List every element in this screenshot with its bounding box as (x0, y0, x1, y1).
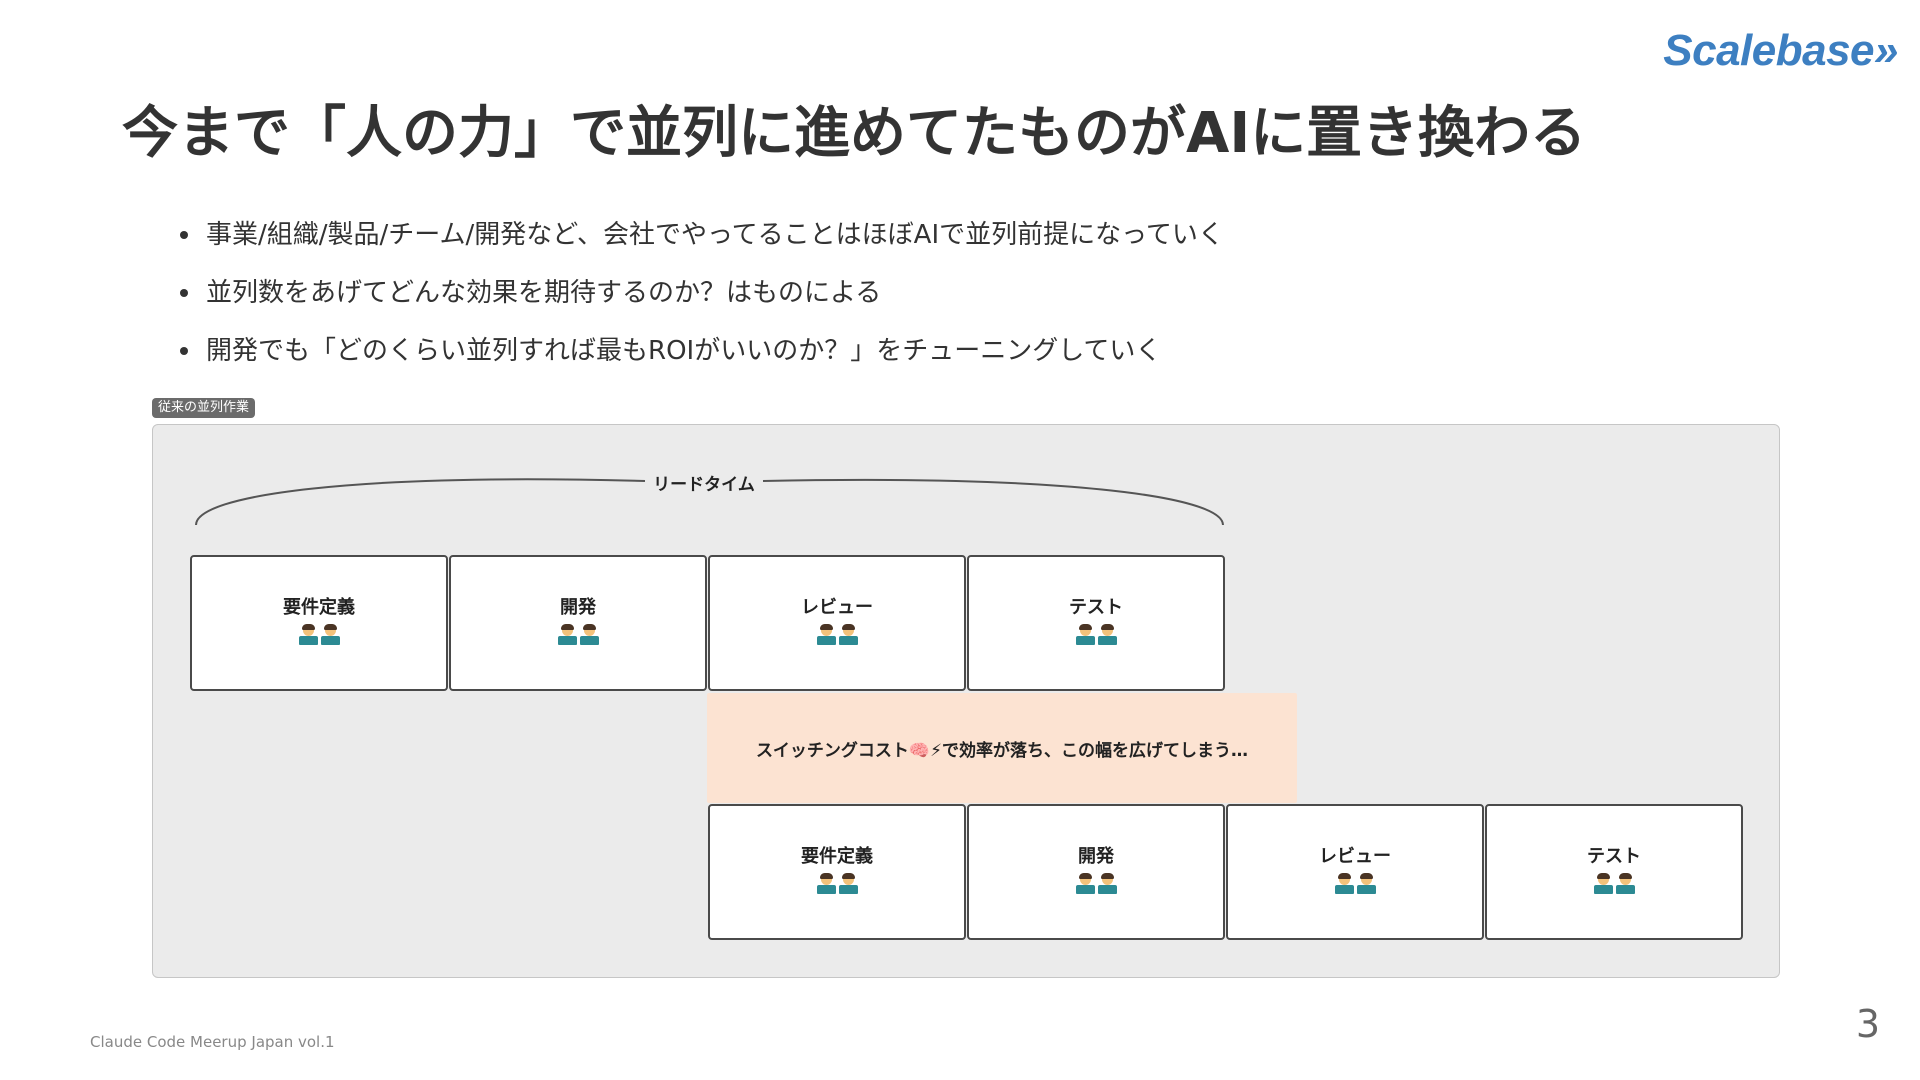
task-label: 開発 (560, 597, 596, 618)
task-box-development: 開発 (449, 555, 707, 691)
frame-label: 従来の並列作業 (152, 398, 256, 418)
parallel-work-diagram: リードタイム 要件定義 開発 レビュー テスト スイッチングコスト🧠⚡で効率が落… (152, 424, 1780, 978)
task-box-review: レビュー (1226, 804, 1484, 940)
task-box-development: 開発 (967, 804, 1225, 940)
bullet-item: 並列数をあげてどんな効果を期待するのか？はものによる (180, 264, 1224, 322)
task-box-requirements: 要件定義 (190, 555, 448, 691)
bullet-list: 事業/組織/製品/チーム/開発など、会社でやってることはほぼAIで並列前提になっ… (180, 206, 1224, 380)
two-people-with-laptops-icon (1487, 873, 1741, 894)
bullet-dot-icon (180, 289, 188, 297)
bullet-item: 開発でも「どのくらい並列すれば最もROIがいいのか？」をチューニングしていく (180, 322, 1224, 380)
two-people-with-laptops-icon (192, 624, 446, 645)
scalebase-logo: Scalebase» (1663, 26, 1898, 75)
task-box-requirements: 要件定義 (708, 804, 966, 940)
task-box-test: テスト (1485, 804, 1743, 940)
switching-cost-text: スイッチングコスト🧠⚡で効率が落ち、この幅を広げてしまう… (755, 740, 1249, 761)
bullet-text: 事業/組織/製品/チーム/開発など、会社でやってることはほぼAIで並列前提になっ… (206, 220, 1224, 250)
two-people-with-laptops-icon (969, 873, 1223, 894)
two-people-with-laptops-icon (710, 624, 964, 645)
bullet-item: 事業/組織/製品/チーム/開発など、会社でやってることはほぼAIで並列前提になっ… (180, 206, 1224, 264)
bullet-text: 並列数をあげてどんな効果を期待するのか？はものによる (206, 278, 882, 308)
task-label: 開発 (1078, 846, 1114, 867)
slide-title: 今まで「人の力」で並列に進めてたものがAIに置き換わる (122, 101, 1587, 166)
bullet-text: 開発でも「どのくらい並列すれば最もROIがいいのか？」をチューニングしていく (206, 336, 1162, 366)
leadtime-label: リードタイム (651, 470, 757, 495)
two-people-with-laptops-icon (1228, 873, 1482, 894)
task-label: テスト (1069, 597, 1123, 618)
task-label: レビュー (1319, 846, 1391, 867)
bullet-dot-icon (180, 231, 188, 239)
task-box-review: レビュー (708, 555, 966, 691)
task-label: レビュー (801, 597, 873, 618)
bullet-dot-icon (180, 347, 188, 355)
page-number: 3 (1855, 1002, 1880, 1046)
two-people-with-laptops-icon (710, 873, 964, 894)
switching-cost-note: スイッチングコスト🧠⚡で効率が落ち、この幅を広げてしまう… (707, 693, 1297, 803)
two-people-with-laptops-icon (969, 624, 1223, 645)
task-label: テスト (1587, 846, 1641, 867)
task-label: 要件定義 (801, 846, 873, 867)
footer-event-name: Claude Code Meerup Japan vol.1 (90, 1033, 335, 1051)
two-people-with-laptops-icon (451, 624, 705, 645)
task-box-test: テスト (967, 555, 1225, 691)
task-label: 要件定義 (283, 597, 355, 618)
leadtime-brace (195, 478, 1224, 526)
